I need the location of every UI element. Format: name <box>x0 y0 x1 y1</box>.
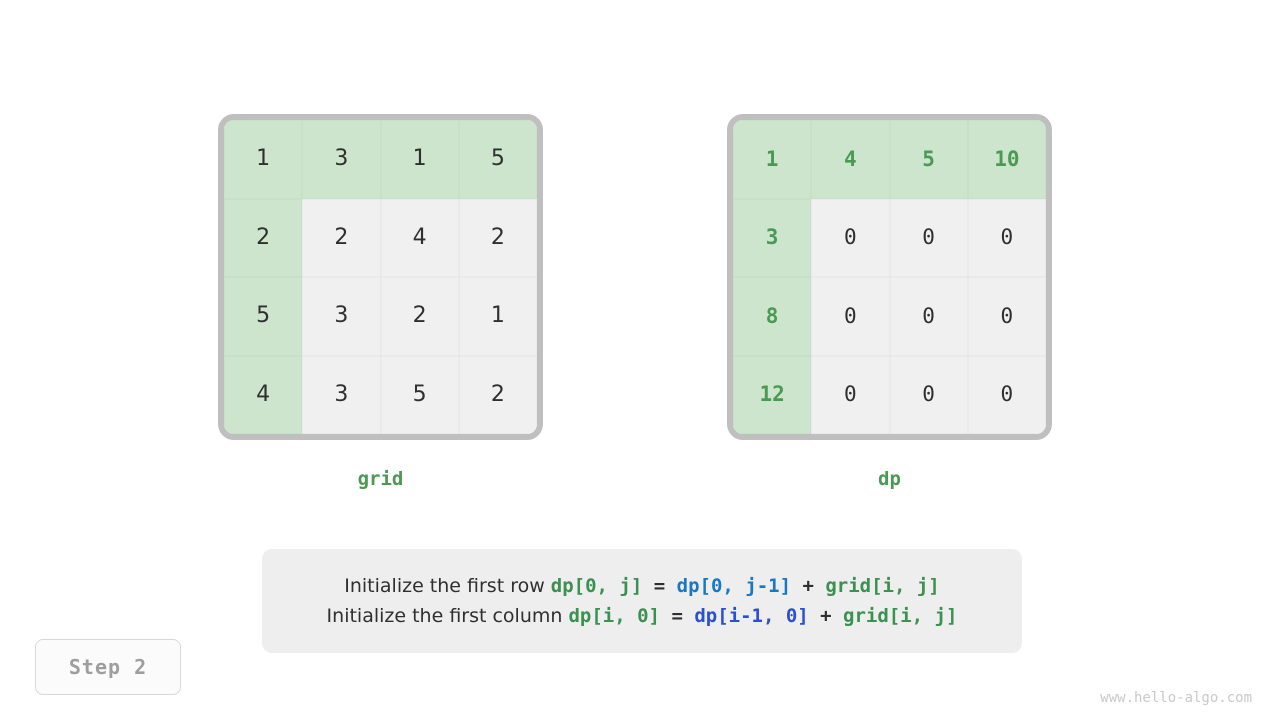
grid-cell-0-3: 5 <box>458 120 537 199</box>
dp-cell-2-1: 0 <box>811 277 890 356</box>
grid-cell-1-1: 2 <box>302 198 381 277</box>
grid-cell-1-0: 2 <box>224 198 303 277</box>
dp-cell-1-3: 0 <box>967 198 1046 277</box>
formula-panel: Initialize the first row dp[0, j] = dp[0… <box>262 549 1022 653</box>
formula-line-first-column: Initialize the first column dp[i, 0] = d… <box>326 604 958 627</box>
dp-cell-1-0: 3 <box>733 198 812 277</box>
grid-cell-2-1: 3 <box>302 277 381 356</box>
grid-cell-2-3: 1 <box>458 277 537 356</box>
dp-cell-3-0: 12 <box>733 355 812 434</box>
step-badge: Step 2 <box>35 639 181 695</box>
formula-line-first-row: Initialize the first row dp[0, j] = dp[0… <box>344 574 940 597</box>
formula-line2-plus: + <box>808 604 844 627</box>
grid-matrix-label: grid <box>357 468 404 490</box>
dp-cell-2-3: 0 <box>967 277 1046 356</box>
grid-cell-3-0: 4 <box>224 355 303 434</box>
formula-line1-addend: grid[i, j] <box>825 574 940 597</box>
grid-cell-1-2: 4 <box>380 198 459 277</box>
watermark: www.hello-algo.com <box>1100 690 1252 706</box>
formula-line2-addend: grid[i, j] <box>843 604 958 627</box>
formula-line2-equals: = <box>660 604 695 627</box>
formula-line1-target: dp[0, j] <box>550 574 643 597</box>
dp-cell-1-1: 0 <box>811 198 890 277</box>
grid-cell-0-2: 1 <box>380 120 459 199</box>
formula-line1-source: dp[0, j-1] <box>676 574 792 597</box>
formula-line1-plus: + <box>791 574 826 597</box>
dp-cell-2-0: 8 <box>733 277 812 356</box>
dp-cell-3-3: 0 <box>967 355 1046 434</box>
dp-cell-3-1: 0 <box>811 355 890 434</box>
grid-cell-3-3: 2 <box>458 355 537 434</box>
formula-line2-prose: Initialize the first column <box>326 604 569 627</box>
grid-matrix: 1 3 1 5 2 2 4 2 5 3 2 1 4 3 5 2 <box>218 114 543 440</box>
dp-cell-0-3: 10 <box>967 120 1046 199</box>
formula-line1-prose: Initialize the first row <box>344 574 551 597</box>
grid-cell-2-2: 2 <box>380 277 459 356</box>
grid-cell-3-2: 5 <box>380 355 459 434</box>
dp-matrix-container: 1 4 5 10 3 0 0 0 8 0 0 0 12 0 0 0 <box>727 114 1052 440</box>
grid-cell-0-1: 3 <box>302 120 381 199</box>
dp-cell-3-2: 0 <box>889 355 968 434</box>
dp-cell-0-0: 1 <box>733 120 812 199</box>
dp-cell-0-1: 4 <box>811 120 890 199</box>
dp-cell-0-2: 5 <box>889 120 968 199</box>
dp-cell-1-2: 0 <box>889 198 968 277</box>
formula-line2-target: dp[i, 0] <box>568 604 660 627</box>
formula-line2-source: dp[i-1, 0] <box>694 604 809 627</box>
grid-cell-3-1: 3 <box>302 355 381 434</box>
formula-line1-equals: = <box>642 574 677 597</box>
grid-cell-2-0: 5 <box>224 277 303 356</box>
dp-matrix-label: dp <box>878 468 901 490</box>
grid-cell-0-0: 1 <box>224 120 303 199</box>
dp-matrix: 1 4 5 10 3 0 0 0 8 0 0 0 12 0 0 0 <box>727 114 1052 440</box>
grid-cell-1-3: 2 <box>458 198 537 277</box>
dp-cell-2-2: 0 <box>889 277 968 356</box>
grid-matrix-container: 1 3 1 5 2 2 4 2 5 3 2 1 4 3 5 2 <box>218 114 543 440</box>
